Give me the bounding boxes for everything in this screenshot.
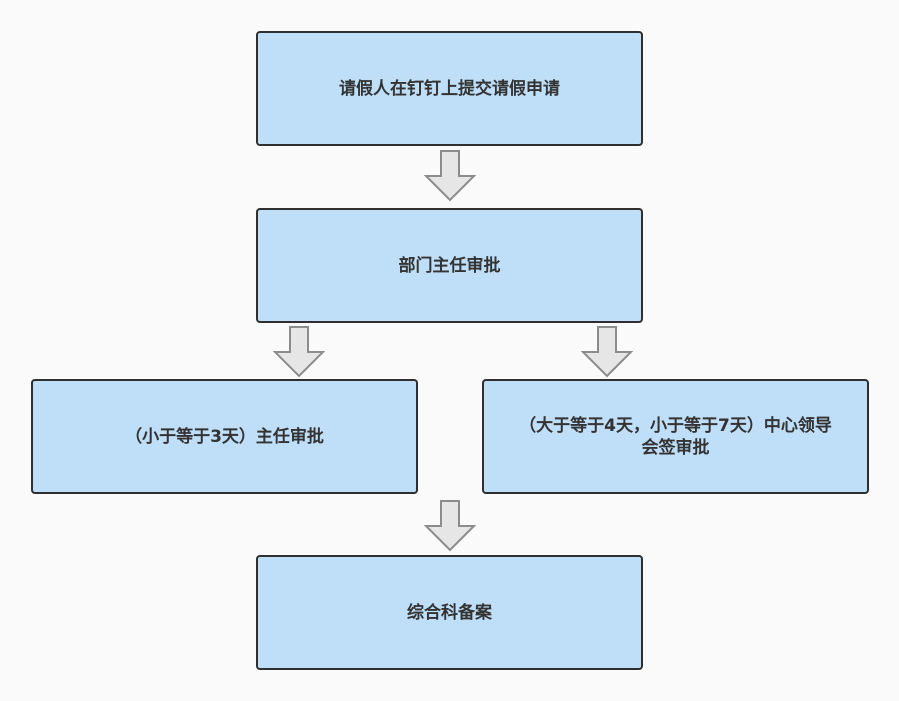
arrow-down-icon	[581, 326, 633, 378]
node-long-leave-label-line1: （大于等于4天，小于等于7天）中心领导	[519, 415, 832, 436]
node-long-leave-label: （大于等于4天，小于等于7天）中心领导 会签审批	[519, 415, 832, 459]
node-dept-head-label: 部门主任审批	[398, 255, 501, 276]
arrow-down-icon	[424, 150, 476, 202]
arrow-down-icon	[424, 500, 476, 552]
node-submit-leave-request: 请假人在钉钉上提交请假申请	[256, 31, 643, 146]
node-short-leave-label: （小于等于3天）主任审批	[125, 426, 324, 447]
node-submit-label: 请假人在钉钉上提交请假申请	[339, 78, 560, 99]
node-department-head-approval: 部门主任审批	[256, 208, 643, 323]
node-short-leave-approval: （小于等于3天）主任审批	[31, 379, 418, 494]
node-archive-label: 综合科备案	[407, 602, 492, 623]
arrow-down-icon	[273, 326, 325, 378]
node-long-leave-label-line2: 会签审批	[641, 437, 710, 458]
node-long-leave-approval: （大于等于4天，小于等于7天）中心领导 会签审批	[482, 379, 869, 494]
node-archive: 综合科备案	[256, 555, 643, 670]
